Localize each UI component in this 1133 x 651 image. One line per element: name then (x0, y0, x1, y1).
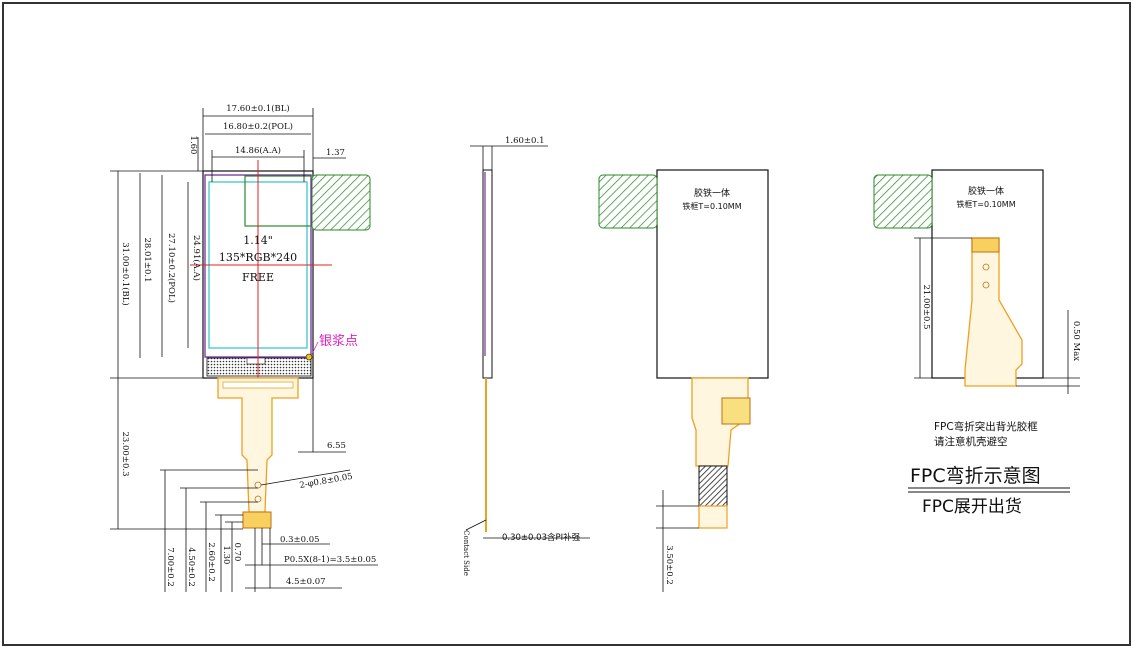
front-view: 银浆点 1.14" 135*RGB*240 FREE 17.60±0.1(BL)… (110, 103, 378, 592)
dim-contact-width: 4.5±0.07 (286, 577, 326, 587)
bent-view: 胶铁一体 铁框T=0.10MM 21.00±0.5 0.50 Max FPC弯折… (873, 169, 1081, 517)
dim-d2: 4.50±0.2 (186, 547, 196, 587)
dim-aa-width: 14.86(A.A) (235, 145, 281, 156)
dim-bent-fpc: 21.00±0.5 (921, 285, 931, 330)
silver-paste-label: 银浆点 (319, 334, 358, 349)
bent-label-2: 铁框T=0.10MM (956, 199, 1015, 209)
dim-pol-width: 16.80±0.2(POL) (223, 121, 293, 132)
dim-d3: 2.60±0.2 (206, 542, 216, 582)
back-label-2: 铁框T=0.10MM (682, 201, 741, 211)
dim-bl-height: 31.00±0.1(BL) (120, 242, 131, 306)
bent-note-2: 请注意机壳避空 (934, 435, 1008, 448)
contact-side-label: Contact Side (462, 530, 470, 576)
legend-top: FPC弯折示意图 (910, 465, 1041, 487)
dim-stiffener: 0.30±0.03含PI补强 (502, 532, 581, 543)
panel-note-label: FREE (242, 271, 274, 284)
dim-aa-height: 24.91(A.A) (191, 235, 202, 281)
dim-pol-height: 27.10±0.2(POL) (166, 233, 177, 303)
dim-holes: 2-φ0.8±0.05 (299, 472, 354, 491)
dim-glass-height: 28.01±0.1 (142, 238, 152, 283)
back-view: 胶铁一体 铁框T=0.10MM 3.50±0.2 (598, 169, 769, 592)
side-view: 1.60±0.1 0.30±0.03含PI补强 Contact Side (462, 136, 590, 576)
legend-bottom: FPC展开出货 (922, 497, 1022, 517)
dim-d1: 7.00±0.2 (165, 547, 175, 587)
panel-resolution-label: 135*RGB*240 (219, 251, 297, 264)
dim-d4: 1.30 (221, 546, 231, 565)
dim-pitch-width: 0.3±0.05 (280, 535, 320, 545)
dim-side-thickness: 1.60±0.1 (505, 136, 545, 146)
dim-d5: 0.70 (232, 543, 242, 562)
dim-bl-width: 17.60±0.1(BL) (226, 103, 290, 114)
dim-back-bottom: 3.50±0.2 (664, 545, 674, 585)
bent-label-1: 胶铁一体 (968, 185, 1004, 197)
dim-fpc-offset: 6.55 (327, 441, 346, 451)
panel-size-label: 1.14" (243, 234, 273, 247)
dim-fpc-length: 23.00±0.3 (120, 432, 130, 477)
bent-note-1: FPC弯折突出背光胶框 (934, 420, 1038, 433)
dim-bent-max: 0.50 Max (1071, 321, 1081, 361)
back-label-1: 胶铁一体 (694, 187, 730, 199)
dim-pitch-formula: P0.5X(8-1)=3.5±0.05 (284, 554, 376, 565)
dim-right-offset: 1.37 (326, 148, 345, 158)
dim-top-offset: 1.60 (188, 136, 198, 155)
